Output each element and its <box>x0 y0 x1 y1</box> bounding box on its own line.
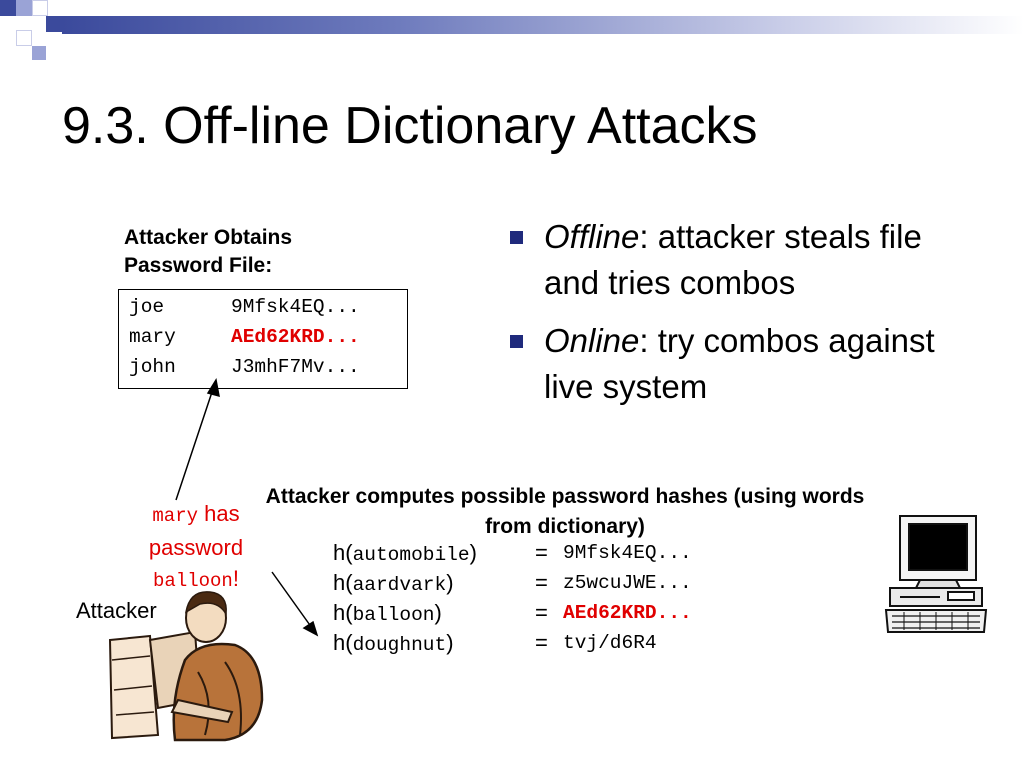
cracked-note: mary has password balloon! <box>126 498 266 597</box>
password-file-row: joe 9Mfsk4EQ... <box>129 294 360 320</box>
bullet-offline: Offline: attacker steals file and tries … <box>506 214 966 306</box>
hash-prefix: h( <box>333 570 353 595</box>
hash-value: z5wcuJWE... <box>563 572 692 594</box>
note-text: has password <box>148 501 244 560</box>
bullet-list: Offline: attacker steals file and tries … <box>506 214 966 422</box>
hash-caption: Attacker computes possible password hash… <box>265 485 865 538</box>
password-file-row: john J3mhF7Mv... <box>129 354 360 380</box>
note-user: mary <box>152 505 198 527</box>
equals-sign: = <box>535 600 548 625</box>
bullet-online: Online: try combos against live system <box>506 318 966 410</box>
hash-suffix: ) <box>446 630 454 655</box>
hash-suffix: ) <box>434 600 442 625</box>
hash-prefix: h( <box>333 540 353 565</box>
equals-sign: = <box>535 630 548 655</box>
arrow-to-hashes <box>271 571 319 637</box>
hash-value: AEd62KRD... <box>563 602 692 624</box>
dictionary-word: balloon <box>352 604 435 626</box>
file-user: joe <box>129 296 165 318</box>
attacker-label: Attacker <box>76 598 157 623</box>
deco-square <box>0 0 16 16</box>
file-user: john <box>129 356 176 378</box>
deco-square <box>46 16 62 32</box>
header-bar <box>62 16 1024 34</box>
hash-suffix: ) <box>446 570 454 595</box>
file-hash: 9Mfsk4EQ... <box>231 296 360 318</box>
deco-square <box>16 30 32 46</box>
slide-title: 9.3. Off-line Dictionary Attacks <box>62 97 758 155</box>
password-file-box: joe 9Mfsk4EQ... mary AEd62KRD... john J3mhF… <box>118 289 408 389</box>
note-end: ! <box>232 566 239 591</box>
hash-value: tvj/d6R4 <box>563 632 657 654</box>
bullet-term: Online <box>544 322 640 359</box>
file-hash: AEd62KRD... <box>231 326 360 348</box>
file-hash: J3mhF7Mv... <box>231 356 360 378</box>
person-at-computer-icon <box>108 591 264 742</box>
bullet-text: : attacker steals file and tries combos <box>544 218 922 301</box>
deco-square <box>32 46 46 60</box>
arrow-to-file <box>175 377 220 501</box>
deco-square <box>16 0 32 16</box>
bullet-term: Offline <box>544 218 640 255</box>
bullet-text: : try combos against live system <box>544 322 935 405</box>
hash-value: 9Mfsk4EQ... <box>563 542 692 564</box>
password-file-caption: Attacker Obtains Password File: <box>124 226 293 277</box>
dictionary-word: aardvark <box>352 574 447 596</box>
desktop-computer-icon <box>884 515 988 633</box>
hash-suffix: ) <box>469 540 477 565</box>
deco-square <box>32 0 48 16</box>
hash-prefix: h( <box>333 630 353 655</box>
equals-sign: = <box>535 570 548 595</box>
dictionary-word: doughnut <box>352 634 447 656</box>
note-word: balloon <box>153 570 233 592</box>
equals-sign: = <box>535 540 548 565</box>
bullet-square-icon <box>510 335 523 348</box>
bullet-square-icon <box>510 231 523 244</box>
file-user: mary <box>129 326 176 348</box>
hash-prefix: h( <box>333 600 353 625</box>
password-file-row: mary AEd62KRD... <box>129 324 360 350</box>
dictionary-word: automobile <box>352 544 470 566</box>
